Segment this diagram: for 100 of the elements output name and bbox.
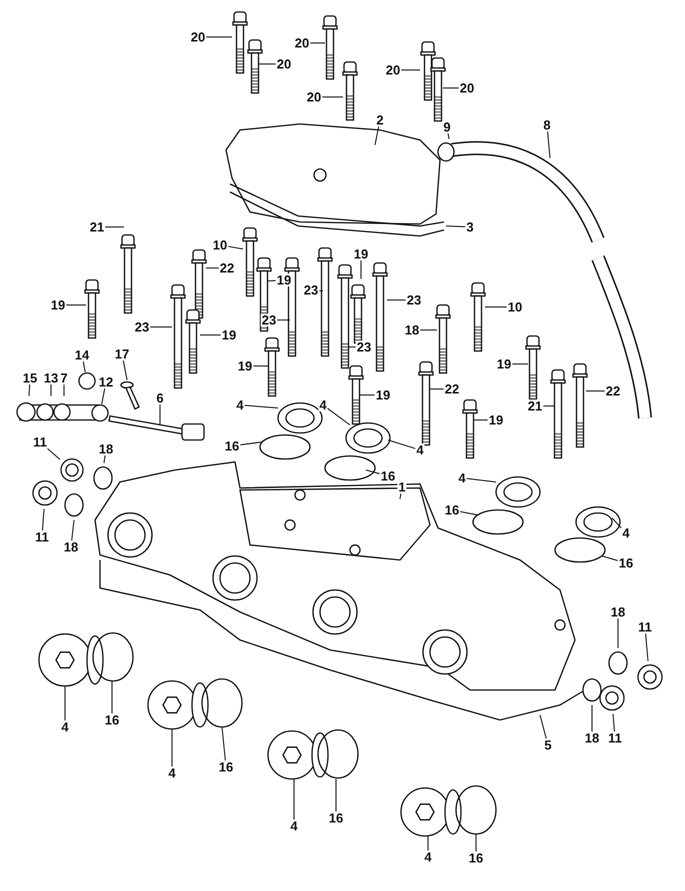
leader-line bbox=[446, 226, 466, 228]
callout-number: 11 bbox=[34, 530, 50, 544]
callout-number: 20 bbox=[306, 90, 322, 104]
leader-line bbox=[430, 388, 444, 390]
leader-line bbox=[360, 394, 376, 396]
screw bbox=[119, 380, 141, 410]
leader-line bbox=[547, 131, 550, 158]
leader-line bbox=[310, 42, 326, 44]
callout-number: 20 bbox=[458, 82, 476, 94]
callout-number: 19 bbox=[496, 358, 512, 370]
leader-line bbox=[101, 388, 106, 404]
callout-number: 4 bbox=[423, 850, 433, 864]
leader-line bbox=[540, 714, 547, 739]
callout-number: 19 bbox=[236, 360, 254, 372]
callout-number: 21 bbox=[526, 400, 544, 412]
leader-line bbox=[612, 518, 622, 529]
leader-line bbox=[318, 290, 324, 292]
callout-number: 19 bbox=[50, 298, 66, 312]
callout-number: 23 bbox=[302, 284, 320, 296]
callout-number: 19 bbox=[276, 274, 292, 286]
leader-line bbox=[82, 361, 86, 372]
leader-line bbox=[366, 470, 380, 474]
callout-number: 3 bbox=[465, 220, 475, 234]
callout-number: 8 bbox=[542, 118, 552, 132]
callout-number: 7 bbox=[59, 372, 69, 384]
callout-number: 16 bbox=[618, 556, 634, 570]
callout-number: 20 bbox=[190, 30, 206, 44]
leader-line bbox=[71, 520, 74, 541]
leader-line bbox=[46, 448, 60, 460]
leader-line bbox=[466, 478, 496, 482]
plug bbox=[60, 458, 84, 482]
callout-number: 5 bbox=[543, 738, 553, 752]
callout-number: 17 bbox=[114, 348, 130, 360]
callout-number: 13 bbox=[42, 372, 60, 384]
callout-number: 20 bbox=[294, 36, 310, 50]
callout-number: 16 bbox=[328, 812, 344, 824]
callout-number: 22 bbox=[218, 262, 236, 274]
callout-number: 18 bbox=[404, 324, 420, 336]
leader-line bbox=[200, 334, 222, 336]
leader-line bbox=[322, 96, 344, 98]
leader-line bbox=[206, 36, 232, 38]
callout-number: 4 bbox=[289, 820, 299, 832]
callout-number: 4 bbox=[318, 398, 328, 412]
leader-line bbox=[222, 726, 226, 761]
leader-line bbox=[150, 326, 172, 328]
leader-line bbox=[104, 226, 124, 228]
callout-number: 4 bbox=[60, 720, 70, 734]
callout-number: 10 bbox=[212, 238, 228, 252]
callout-number: 4 bbox=[235, 398, 245, 412]
leader-line bbox=[645, 633, 648, 662]
callout-number: 4 bbox=[415, 444, 425, 456]
callout-number: 19 bbox=[220, 328, 238, 342]
callout-number: 19 bbox=[374, 388, 392, 402]
callout-number: 18 bbox=[584, 732, 600, 744]
callout-number: 22 bbox=[604, 384, 622, 398]
callout-number: 14 bbox=[74, 348, 90, 362]
washer bbox=[91, 404, 109, 422]
callout-number: 9 bbox=[442, 120, 452, 134]
leader-line bbox=[448, 133, 450, 140]
callout-number: 16 bbox=[468, 852, 484, 864]
leader-line bbox=[374, 126, 380, 146]
leader-line bbox=[460, 511, 478, 516]
callout-number: 10 bbox=[506, 300, 524, 314]
callout-number: 16 bbox=[380, 470, 396, 482]
callout-number: 19 bbox=[488, 414, 504, 426]
leader-line bbox=[612, 714, 615, 732]
leader-line bbox=[484, 306, 508, 308]
callout-number: 11 bbox=[32, 436, 48, 448]
leader-line bbox=[50, 384, 52, 396]
leader-line bbox=[388, 440, 416, 450]
callout-number: 19 bbox=[352, 248, 370, 260]
callout-number: 20 bbox=[276, 58, 292, 70]
circlip bbox=[78, 372, 96, 390]
callout-number: 23 bbox=[406, 294, 422, 306]
callout-number: 6 bbox=[155, 392, 165, 404]
callout-number: 4 bbox=[167, 766, 177, 780]
callout-number: 20 bbox=[384, 64, 402, 76]
callout-number: 12 bbox=[98, 376, 114, 388]
callout-number: 23 bbox=[356, 340, 372, 354]
leader-line bbox=[244, 404, 278, 408]
callout-number: 16 bbox=[218, 760, 234, 774]
callout-number: 11 bbox=[637, 620, 653, 634]
leader-line bbox=[64, 686, 66, 721]
leader-line bbox=[268, 280, 276, 282]
leader-line bbox=[42, 508, 44, 531]
callout-number: 16 bbox=[444, 504, 460, 516]
callout-number: 18 bbox=[98, 442, 114, 456]
leader-line bbox=[327, 408, 350, 426]
leader-line bbox=[28, 384, 30, 396]
callout-number: 4 bbox=[621, 526, 631, 540]
leader-line bbox=[122, 360, 128, 380]
callout-number: 4 bbox=[457, 472, 467, 484]
callout-number: 2 bbox=[375, 114, 385, 126]
leader-line bbox=[400, 493, 402, 500]
callout-number: 16 bbox=[104, 714, 120, 726]
leader-line bbox=[66, 304, 86, 306]
callout-number: 18 bbox=[62, 540, 80, 554]
leader-line bbox=[360, 260, 362, 280]
callout-number: 1 bbox=[397, 480, 407, 494]
callout-number: 23 bbox=[260, 314, 278, 326]
